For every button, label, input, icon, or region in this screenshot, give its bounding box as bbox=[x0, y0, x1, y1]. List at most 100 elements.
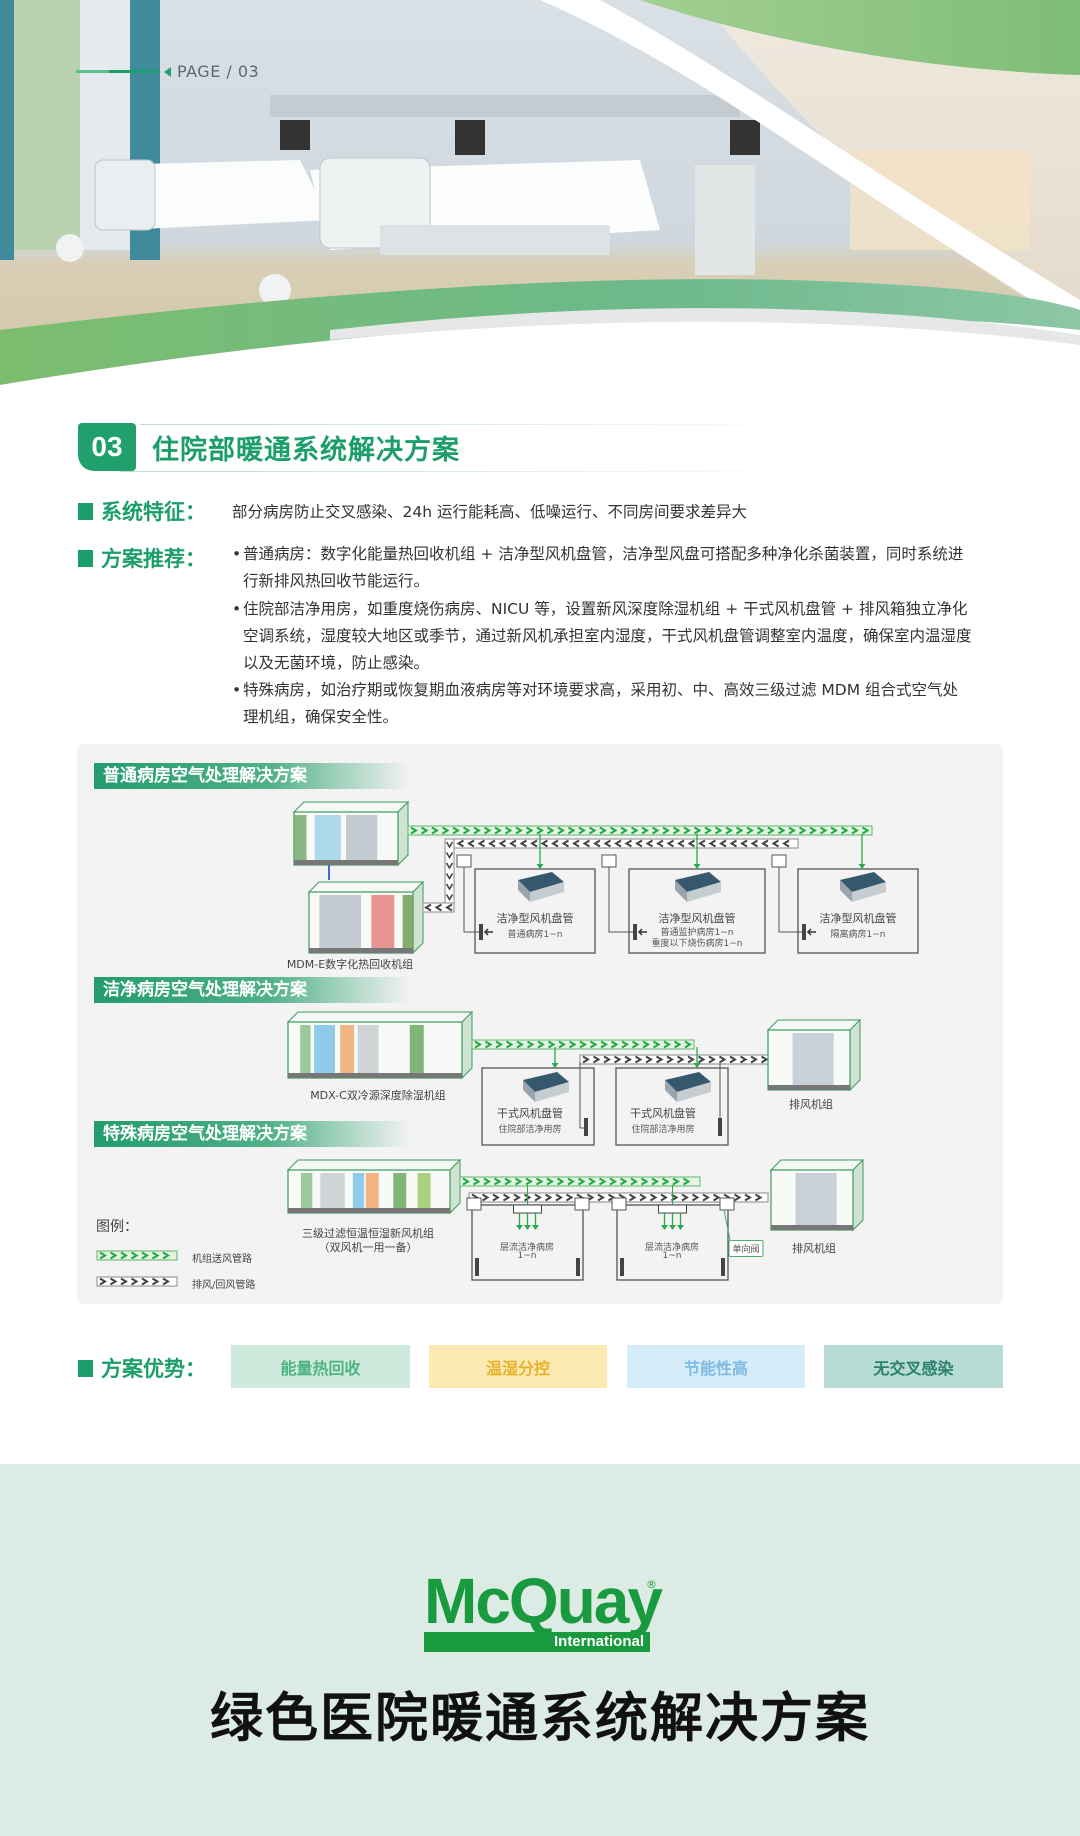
chevron-arrow-icon bbox=[698, 839, 706, 848]
exhaust-grille-icon bbox=[633, 924, 637, 940]
unit-sub-label: （双风机一用一备） bbox=[318, 1241, 418, 1254]
exhaust-label: 排风机组 bbox=[789, 1098, 833, 1111]
heat-recovery-unit-top bbox=[307, 881, 425, 893]
chevron-arrow-icon bbox=[582, 839, 591, 848]
chevron-arrow-icon bbox=[495, 1040, 503, 1049]
advantage-tag: 能量热回收 bbox=[231, 1345, 410, 1388]
fan-coil-icon-side bbox=[518, 880, 530, 902]
laminar-flow-diffuser bbox=[658, 1204, 687, 1214]
chevron-arrow-icon bbox=[761, 839, 769, 848]
chevron-arrow-icon bbox=[577, 1177, 586, 1186]
chevron-arrow-icon bbox=[434, 903, 443, 912]
chevron-arrow-icon bbox=[551, 839, 559, 848]
chevron-arrow-icon bbox=[677, 839, 685, 848]
room-sub: 1~n bbox=[517, 1251, 537, 1261]
chevron-arrow-icon bbox=[410, 826, 418, 835]
mcquay-logo: McQuay bbox=[424, 1565, 663, 1637]
chevron-arrow-icon bbox=[567, 1177, 575, 1186]
filter-section bbox=[314, 1025, 335, 1073]
chevron-arrow-icon bbox=[445, 873, 454, 881]
chevron-arrow-icon bbox=[130, 1251, 139, 1260]
check-valve-label: 单向阀 bbox=[728, 1240, 764, 1257]
chevron-arrow-icon bbox=[120, 1251, 128, 1260]
chevron-arrow-icon bbox=[672, 826, 681, 835]
chevron-arrow-icon bbox=[558, 1040, 566, 1049]
arrow-down-icon bbox=[693, 1063, 701, 1068]
chevron-arrow-icon bbox=[525, 826, 534, 835]
exhaust-fan-unit-base bbox=[768, 1085, 850, 1090]
arrow-down-icon bbox=[677, 1225, 684, 1230]
chevron-arrow-icon bbox=[445, 894, 454, 902]
room-sub: 普通病房1~n bbox=[507, 930, 563, 940]
damper-icon bbox=[466, 1197, 482, 1211]
exhaust-grille-icon bbox=[576, 1258, 580, 1276]
room-outline bbox=[615, 1067, 729, 1146]
chevron-arrow-icon bbox=[739, 1055, 748, 1064]
fan-coil-icon-side bbox=[840, 880, 852, 902]
damper-icon bbox=[771, 854, 787, 868]
fan-coil-icon-front bbox=[677, 1082, 711, 1102]
heat-recovery-unit-side bbox=[412, 880, 424, 955]
chevron-arrow-icon bbox=[588, 1177, 596, 1186]
chevron-arrow-icon bbox=[760, 1055, 769, 1064]
arrow-down-icon bbox=[858, 864, 866, 869]
filter-section bbox=[357, 1025, 379, 1073]
page-label: PAGE / 03 bbox=[177, 62, 260, 81]
chevron-arrow-icon bbox=[861, 826, 870, 835]
chevron-arrow-icon bbox=[630, 1177, 638, 1186]
chevron-arrow-icon bbox=[670, 1193, 679, 1202]
chevron-arrow-icon bbox=[693, 826, 702, 835]
chevron-arrow-icon bbox=[635, 839, 643, 848]
chevron-arrow-icon bbox=[729, 1055, 737, 1064]
arrow-left-icon bbox=[483, 928, 493, 936]
room-name: 洁净型风机盘管 bbox=[658, 912, 736, 925]
room-sub: 重度以下烧伤病房1~n bbox=[651, 939, 743, 949]
chevron-arrow-icon bbox=[851, 826, 859, 835]
chevron-arrow-icon bbox=[120, 1277, 128, 1286]
chevron-arrow-icon bbox=[445, 852, 454, 860]
chevron-arrow-icon bbox=[462, 826, 471, 835]
features-label-text: 系统特征： bbox=[101, 500, 206, 524]
chevron-arrow-icon bbox=[141, 1251, 149, 1260]
filter-section bbox=[371, 895, 395, 948]
recommend-item: •住院部洁净用房，如重度烧伤病房、NICU 等，设置新风深度除湿机组 + 干式风… bbox=[232, 596, 972, 677]
heat-recovery-unit-base bbox=[294, 860, 398, 865]
chevron-arrow-icon bbox=[714, 826, 723, 835]
filter-section bbox=[340, 1025, 355, 1073]
chevron-arrow-icon bbox=[431, 826, 439, 835]
chevron-arrow-icon bbox=[746, 826, 754, 835]
room-name: 层流洁净病房 bbox=[644, 1243, 700, 1253]
registered-mark: ® bbox=[646, 1578, 657, 1591]
chevron-arrow-icon bbox=[445, 903, 453, 912]
square-bullet-icon bbox=[78, 502, 93, 520]
chevron-arrow-icon bbox=[652, 1040, 661, 1049]
exhaust-grille-icon bbox=[721, 1258, 725, 1276]
chevron-arrow-icon bbox=[593, 839, 601, 848]
chevron-arrow-icon bbox=[663, 1040, 671, 1049]
chevron-arrow-icon bbox=[151, 1251, 160, 1260]
fan-coil-icon bbox=[665, 1072, 711, 1092]
advantage-tag: 温湿分控 bbox=[429, 1345, 607, 1388]
chevron-arrow-icon bbox=[589, 1040, 598, 1049]
fresh-air-unit-base bbox=[288, 1208, 450, 1213]
fan-coil-icon-side bbox=[675, 880, 687, 902]
chevron-arrow-icon bbox=[651, 1177, 659, 1186]
room-sub: 普通监护病房1~n bbox=[660, 928, 734, 938]
chevron-arrow-icon bbox=[733, 1193, 742, 1202]
chevron-arrow-icon bbox=[704, 826, 712, 835]
chevron-arrow-icon bbox=[672, 1177, 680, 1186]
chevron-arrow-icon bbox=[162, 1251, 170, 1260]
chevron-arrow-icon bbox=[504, 826, 513, 835]
chevron-arrow-icon bbox=[99, 1251, 107, 1260]
chevron-arrow-icon bbox=[537, 1040, 545, 1049]
filter-section bbox=[346, 815, 378, 860]
fan-coil-icon-front bbox=[852, 882, 886, 902]
damper-icon bbox=[719, 1197, 735, 1211]
exhaust-fan-unit-side bbox=[849, 1018, 861, 1092]
chevron-arrow-icon bbox=[600, 1040, 608, 1049]
chevron-arrow-icon bbox=[546, 826, 555, 835]
chevron-arrow-icon bbox=[609, 826, 618, 835]
recommend-item: •特殊病房，如治疗期或恢复期血液病房等对环境要求高，采用初、中、高效三级过滤 M… bbox=[232, 677, 958, 731]
chevron-arrow-icon bbox=[592, 1055, 601, 1064]
